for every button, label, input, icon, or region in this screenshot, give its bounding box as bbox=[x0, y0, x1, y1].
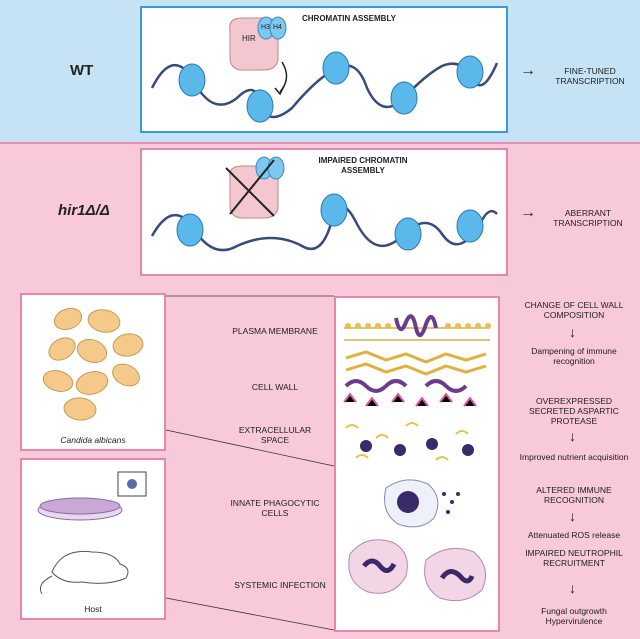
band-divider bbox=[0, 142, 640, 144]
candida-panel: Candida albicans bbox=[20, 293, 166, 451]
wt-panel-title: CHROMATIN ASSEMBLY bbox=[302, 14, 396, 23]
label-systemic-infection: SYSTEMIC INFECTION bbox=[234, 580, 326, 590]
wt-outcome-arrow: → bbox=[520, 62, 536, 79]
wt-genotype-label: WT bbox=[70, 62, 94, 79]
cell-icon bbox=[127, 479, 137, 489]
mutant-panel-title: IMPAIRED CHROMATIN ASSEMBLY bbox=[318, 156, 408, 175]
wt-chromatin-illustration bbox=[150, 16, 499, 123]
nucleosome-icon bbox=[176, 213, 204, 247]
mutant-chromatin-illustration bbox=[150, 156, 498, 252]
mannoprotein-icon bbox=[343, 392, 477, 407]
mutant-chromatin-panel: IMPAIRED CHROMATIN ASSEMBLY bbox=[140, 148, 508, 276]
nucleosome-icon bbox=[456, 55, 484, 89]
wt-outcome-text: FINE-TUNED TRANSCRIPTION bbox=[555, 66, 625, 86]
nucleosome-icon bbox=[320, 193, 348, 227]
nucleosome-icon bbox=[390, 81, 418, 115]
mutant-outcome-arrow: → bbox=[520, 204, 536, 221]
nucleosome-icon bbox=[246, 89, 274, 123]
nucleosome-icon bbox=[178, 63, 206, 97]
membrane-protein-icon bbox=[394, 314, 438, 337]
flow-protease: OVEREXPRESSED SECRETED ASPARTIC PROTEASE bbox=[529, 396, 619, 426]
label-phagocytic-cells: INNATE PHAGOCYTIC CELLS bbox=[230, 498, 320, 518]
nucleosome-icon bbox=[322, 51, 350, 85]
yeast-cell-icon bbox=[112, 333, 144, 357]
yeast-cell-icon bbox=[75, 371, 109, 395]
flow-arrow-icon: ↓ bbox=[569, 324, 576, 340]
flow-cell-wall-change: CHANGE OF CELL WALL COMPOSITION bbox=[524, 300, 624, 320]
label-cell-wall: CELL WALL bbox=[251, 382, 299, 392]
label-extracellular-space: EXTRACELLULAR SPACE bbox=[238, 425, 312, 445]
host-illustration bbox=[37, 471, 147, 595]
neutrophil-nucleus-icon bbox=[362, 558, 397, 573]
yeast-cell-icon bbox=[112, 363, 140, 387]
mouse-icon bbox=[51, 550, 129, 584]
h3-label: H3 bbox=[261, 24, 270, 31]
cell-wall-glucan-icon bbox=[345, 350, 487, 364]
flow-arrow-icon: ↓ bbox=[569, 428, 576, 444]
label-plasma-membrane: PLASMA MEMBRANE bbox=[232, 326, 318, 336]
yeast-cell-icon bbox=[53, 307, 83, 331]
h4-histone-icon bbox=[267, 156, 285, 180]
flow-neutrophil: IMPAIRED NEUTROPHIL RECRUITMENT bbox=[525, 548, 623, 568]
secreted-protease-icon bbox=[345, 422, 469, 461]
mechanism-panel bbox=[334, 296, 500, 632]
yeast-cell-icon bbox=[87, 309, 121, 333]
nucleosome-icon bbox=[394, 217, 422, 251]
flow-ros: Attenuated ROS release bbox=[527, 530, 621, 540]
yeast-cell-icon bbox=[63, 397, 97, 421]
host-caption: Host bbox=[84, 604, 102, 614]
h4-label: H4 bbox=[273, 24, 282, 31]
flow-immune-recognition: ALTERED IMMUNE RECOGNITION bbox=[536, 485, 612, 505]
flow-hypervirulence: Fungal outgrowth Hypervirulence bbox=[541, 606, 607, 626]
flow-nutrient: Improved nutrient acquisition bbox=[519, 452, 629, 462]
flow-arrow-icon: ↓ bbox=[569, 580, 576, 596]
mannan-icon bbox=[344, 379, 408, 393]
mechanism-illustration bbox=[343, 314, 491, 602]
mutant-outcome-text: ABERRANT TRANSCRIPTION bbox=[553, 208, 623, 228]
yeast-cell-icon bbox=[48, 337, 76, 361]
substrate-icon bbox=[360, 440, 372, 452]
h4-histone-icon bbox=[269, 16, 287, 40]
mutant-genotype-label: hir1Δ/Δ bbox=[58, 202, 110, 219]
cross-out-icon bbox=[225, 159, 275, 217]
host-panel: Host bbox=[20, 458, 166, 620]
candida-caption: Candida albicans bbox=[60, 435, 126, 445]
hir-label: HIR bbox=[242, 34, 256, 43]
nucleosome-icon bbox=[456, 209, 484, 243]
phagocyte-nucleus-icon bbox=[397, 491, 419, 513]
candida-cells-illustration bbox=[42, 307, 144, 421]
wt-chromatin-panel: HIR H3 H4 CHROMATIN ASSEMBLY bbox=[140, 6, 508, 133]
yeast-cell-icon bbox=[42, 370, 74, 392]
yeast-cell-icon bbox=[76, 338, 108, 364]
flow-arrow-icon: ↓ bbox=[569, 508, 576, 524]
flow-dampening: Dampening of immune recognition bbox=[531, 346, 617, 366]
